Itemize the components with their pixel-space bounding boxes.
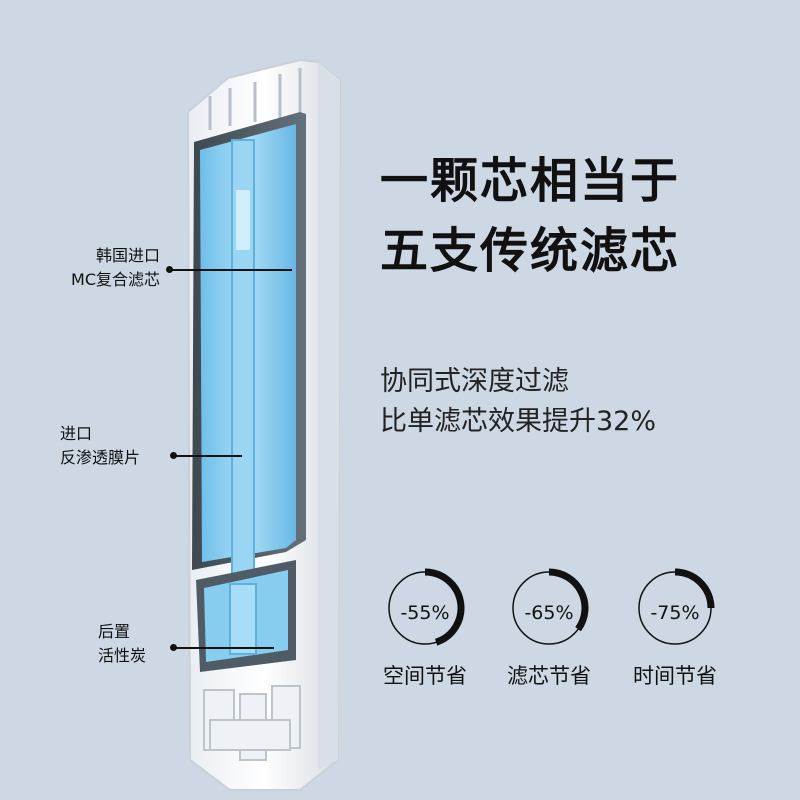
callout-ro-membrane: 进口 反渗透膜片 (60, 422, 170, 470)
callout-dot (170, 452, 177, 459)
gauge-filter: -65% 滤芯节省 (494, 568, 604, 690)
gauge-label: 空间节省 (383, 664, 467, 688)
subtext: 协同式深度过滤 比单滤芯效果提升32% (380, 362, 656, 442)
gauge-label: 时间节省 (633, 664, 717, 688)
gauge-time: -75% 时间节省 (620, 568, 730, 690)
callout-leader (176, 455, 242, 457)
gauge-ring (388, 568, 465, 646)
callout-carbon: 后置 活性炭 (98, 620, 168, 668)
callout-line: 进口 (60, 424, 93, 443)
callout-leader (172, 269, 292, 271)
callout-dot (170, 644, 177, 651)
headline-line-2: 五支传统滤芯 (380, 223, 681, 279)
callout-mc-filter: 韩国进口 MC复合滤芯 (44, 244, 160, 292)
gauge-arc (674, 568, 715, 609)
headline: 一颗芯相当于 五支传统滤芯 (380, 146, 680, 286)
callout-line: 反渗透膜片 (60, 448, 141, 467)
subtext-line-2: 比单滤芯效果提升32% (380, 406, 657, 437)
gauge-arc (424, 568, 465, 646)
gauge-ring (638, 568, 715, 645)
subtext-line-1: 协同式深度过滤 (380, 366, 569, 397)
gauge-label: 滤芯节省 (507, 664, 591, 688)
gauge-arc (548, 568, 589, 632)
gauge-value: -75% (650, 602, 700, 624)
callout-line: 后置 (98, 622, 131, 641)
gauge-value: -65% (524, 602, 574, 624)
gauge-space: -55% 空间节省 (370, 568, 480, 690)
callout-dot (166, 266, 173, 273)
gauge-value: -55% (400, 602, 450, 624)
callout-line: 活性炭 (98, 646, 147, 665)
headline-line-1: 一颗芯相当于 (380, 153, 681, 209)
callout-line: 韩国进口 (95, 246, 160, 265)
gauge-ring (512, 568, 589, 645)
callout-line: MC复合滤芯 (71, 270, 160, 289)
savings-gauges: -55% 空间节省 -65% 滤芯节省 -75% 时间节省 (370, 568, 740, 708)
callout-leader (176, 647, 274, 649)
